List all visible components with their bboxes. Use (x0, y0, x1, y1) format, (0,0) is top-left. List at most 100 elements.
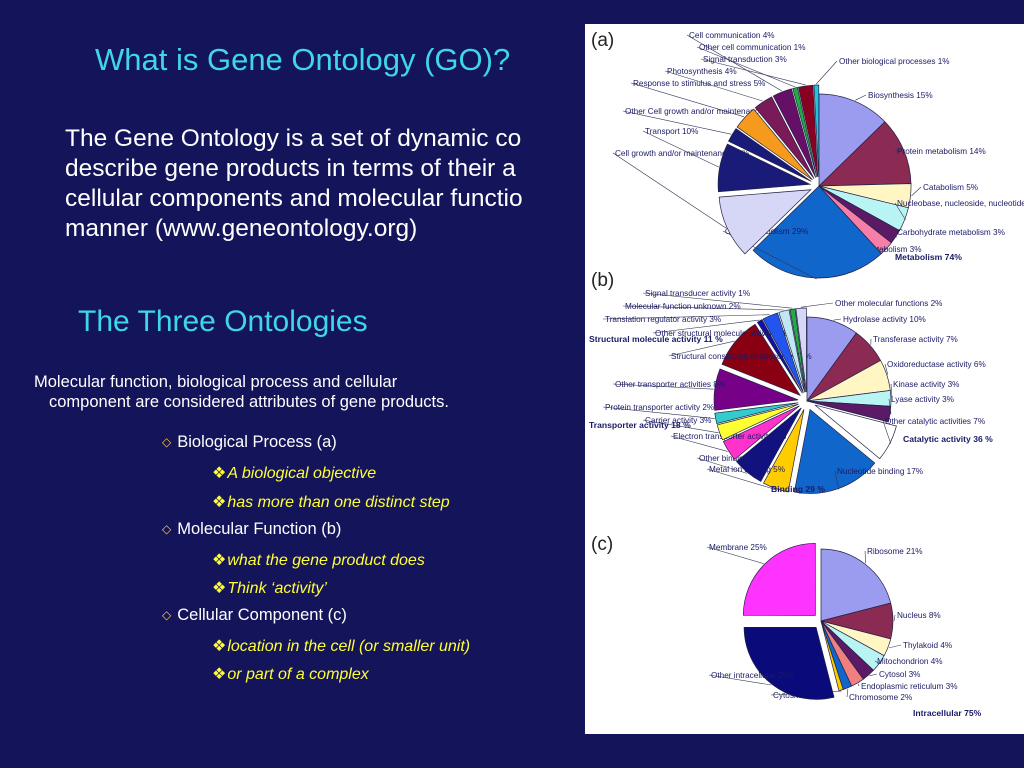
leader-line (612, 383, 714, 390)
slice-label: Other binding 6% (699, 454, 762, 463)
panel-tag: (a) (591, 30, 614, 51)
slice-label: Cell growth and/or maintenance 13% (615, 149, 749, 158)
pie-slice (795, 307, 807, 393)
leader-line (882, 420, 892, 444)
pie-slice (754, 96, 815, 179)
bullet-label: Cellular Component (c) (177, 606, 347, 624)
pie-slice (818, 93, 886, 187)
pie-slice (728, 128, 812, 182)
subbullet: ❖A biological objective (212, 463, 376, 483)
pie-slice (736, 407, 802, 482)
leader-line (696, 457, 748, 474)
slice-label: Nucleus 8% (897, 611, 941, 620)
slice-label: Oxidoreductase activity 6% (887, 360, 986, 369)
slice-label: Carrier activity 3% (645, 416, 711, 425)
intro-line: cellular components and molecular functi… (65, 185, 523, 212)
leader-line (894, 231, 897, 238)
slice-label: Other cell communication 1% (699, 43, 805, 52)
slice-label: Membrane 25% (709, 543, 767, 552)
leader-line (602, 406, 715, 419)
leader-line (670, 435, 728, 452)
diamond-outline-icon: ◇ (162, 522, 172, 536)
panel-tag: (c) (591, 534, 613, 555)
leader-line (884, 363, 889, 375)
leader-line (894, 149, 905, 152)
slice-label: Endoplasmic reticulum 3% (861, 682, 957, 691)
four-diamond-icon: ❖ (212, 552, 227, 569)
panel-tag: (b) (591, 270, 614, 291)
group-label: Binding 29 % (771, 484, 825, 494)
slice-label: Other catalytic activities 7% (885, 417, 985, 426)
slice-label: Photosynthesis 4% (667, 67, 737, 76)
group-label: Structural molecule activity 11 % (589, 334, 723, 344)
pie-slice (806, 400, 892, 423)
slice-label: Molecular function unknown 2% (625, 302, 741, 311)
diamond-outline-icon: ◇ (162, 608, 172, 622)
pie-slice (813, 84, 820, 178)
leader-line (874, 660, 881, 665)
slice-label: Carbohydrate metabolism 3% (897, 228, 1005, 237)
leader-line (864, 550, 866, 564)
leader-line (846, 688, 849, 698)
pie-slice (713, 368, 799, 411)
pie-slice (797, 84, 819, 178)
pie-slice (814, 404, 897, 460)
diamond-outline-icon: ◇ (162, 435, 172, 449)
leader-line (602, 314, 770, 320)
pie-slice (721, 323, 801, 396)
leader-line (894, 202, 906, 221)
section-title: The Three Ontologies (78, 305, 368, 338)
pie-slice (717, 143, 812, 193)
subbullet: ❖what the gene product does (212, 550, 425, 570)
pie-slice (789, 308, 806, 393)
pie-slice (756, 319, 803, 394)
four-diamond-icon: ❖ (212, 465, 227, 482)
slice-label: Thylakoid 4% (903, 641, 952, 650)
pie-slice (818, 121, 912, 187)
slice-label: Kinase activity 3% (893, 380, 959, 389)
pie-slice (722, 405, 800, 460)
leader-line (911, 186, 922, 197)
bullet-molecular-function: ◇ Molecular Function (b) (162, 520, 341, 539)
slice-label: Transferase activity 7% (873, 335, 958, 344)
slice-label: Cytosol 3% (879, 670, 920, 679)
slice-label: Lyase activity 3% (891, 395, 954, 404)
pie-slice (752, 185, 882, 279)
four-diamond-icon: ❖ (212, 580, 227, 597)
slide-title: What is Gene Ontology (GO)? (95, 42, 511, 77)
leader-line (834, 470, 840, 490)
slice-label: Translation regulator activity 3% (605, 315, 721, 324)
pie-slice (716, 403, 799, 441)
intro-line: describe gene products in terms of their… (65, 155, 516, 182)
leader-line (686, 34, 783, 92)
group-label: Metabolism 74% (895, 252, 962, 262)
subbullet-text: what the gene product does (227, 552, 425, 569)
leader-line (668, 340, 735, 357)
slice-label: Other Cell growth and/or maintenance 3% (625, 107, 777, 116)
go-pie-charts: (a)Biosynthesis 15%Protein metabolism 14… (589, 30, 1024, 718)
pie-slice (718, 189, 812, 255)
leader-line (696, 46, 795, 88)
slice-label: Ribosome 21% (867, 547, 923, 556)
leader-line (857, 683, 860, 687)
bullet-label: Biological Process (a) (177, 433, 337, 451)
leader-line (642, 292, 793, 309)
go-pie-figure: (a)Biosynthesis 15%Protein metabolism 14… (585, 24, 1024, 734)
leader-line (652, 319, 760, 334)
ontology-description: Molecular function, biological process a… (34, 372, 449, 412)
leader-line (890, 383, 893, 399)
leader-line (708, 674, 772, 686)
slice-label: Biosynthesis 15% (868, 91, 933, 100)
subbullet-text: Think ‘activity’ (227, 580, 327, 597)
bullet-cellular-component: ◇ Cellular Component (c) (162, 606, 347, 625)
leader-line (642, 130, 719, 168)
leader-line (622, 110, 732, 135)
slice-label: Other structural molecule activities 1% (655, 329, 794, 338)
slice-label: Other transporter activities 8% (615, 380, 725, 389)
leader-line (888, 644, 902, 649)
slice-label: Nucleotide binding 17% (837, 467, 923, 476)
slice-label: Nucleobase, nucleoside, nucleotide and n… (897, 199, 1024, 208)
description-line: Molecular function, biological process a… (34, 373, 398, 391)
slice-label: Mitochondrion 4% (877, 657, 943, 666)
bullet-label: Molecular Function (b) (177, 520, 342, 538)
